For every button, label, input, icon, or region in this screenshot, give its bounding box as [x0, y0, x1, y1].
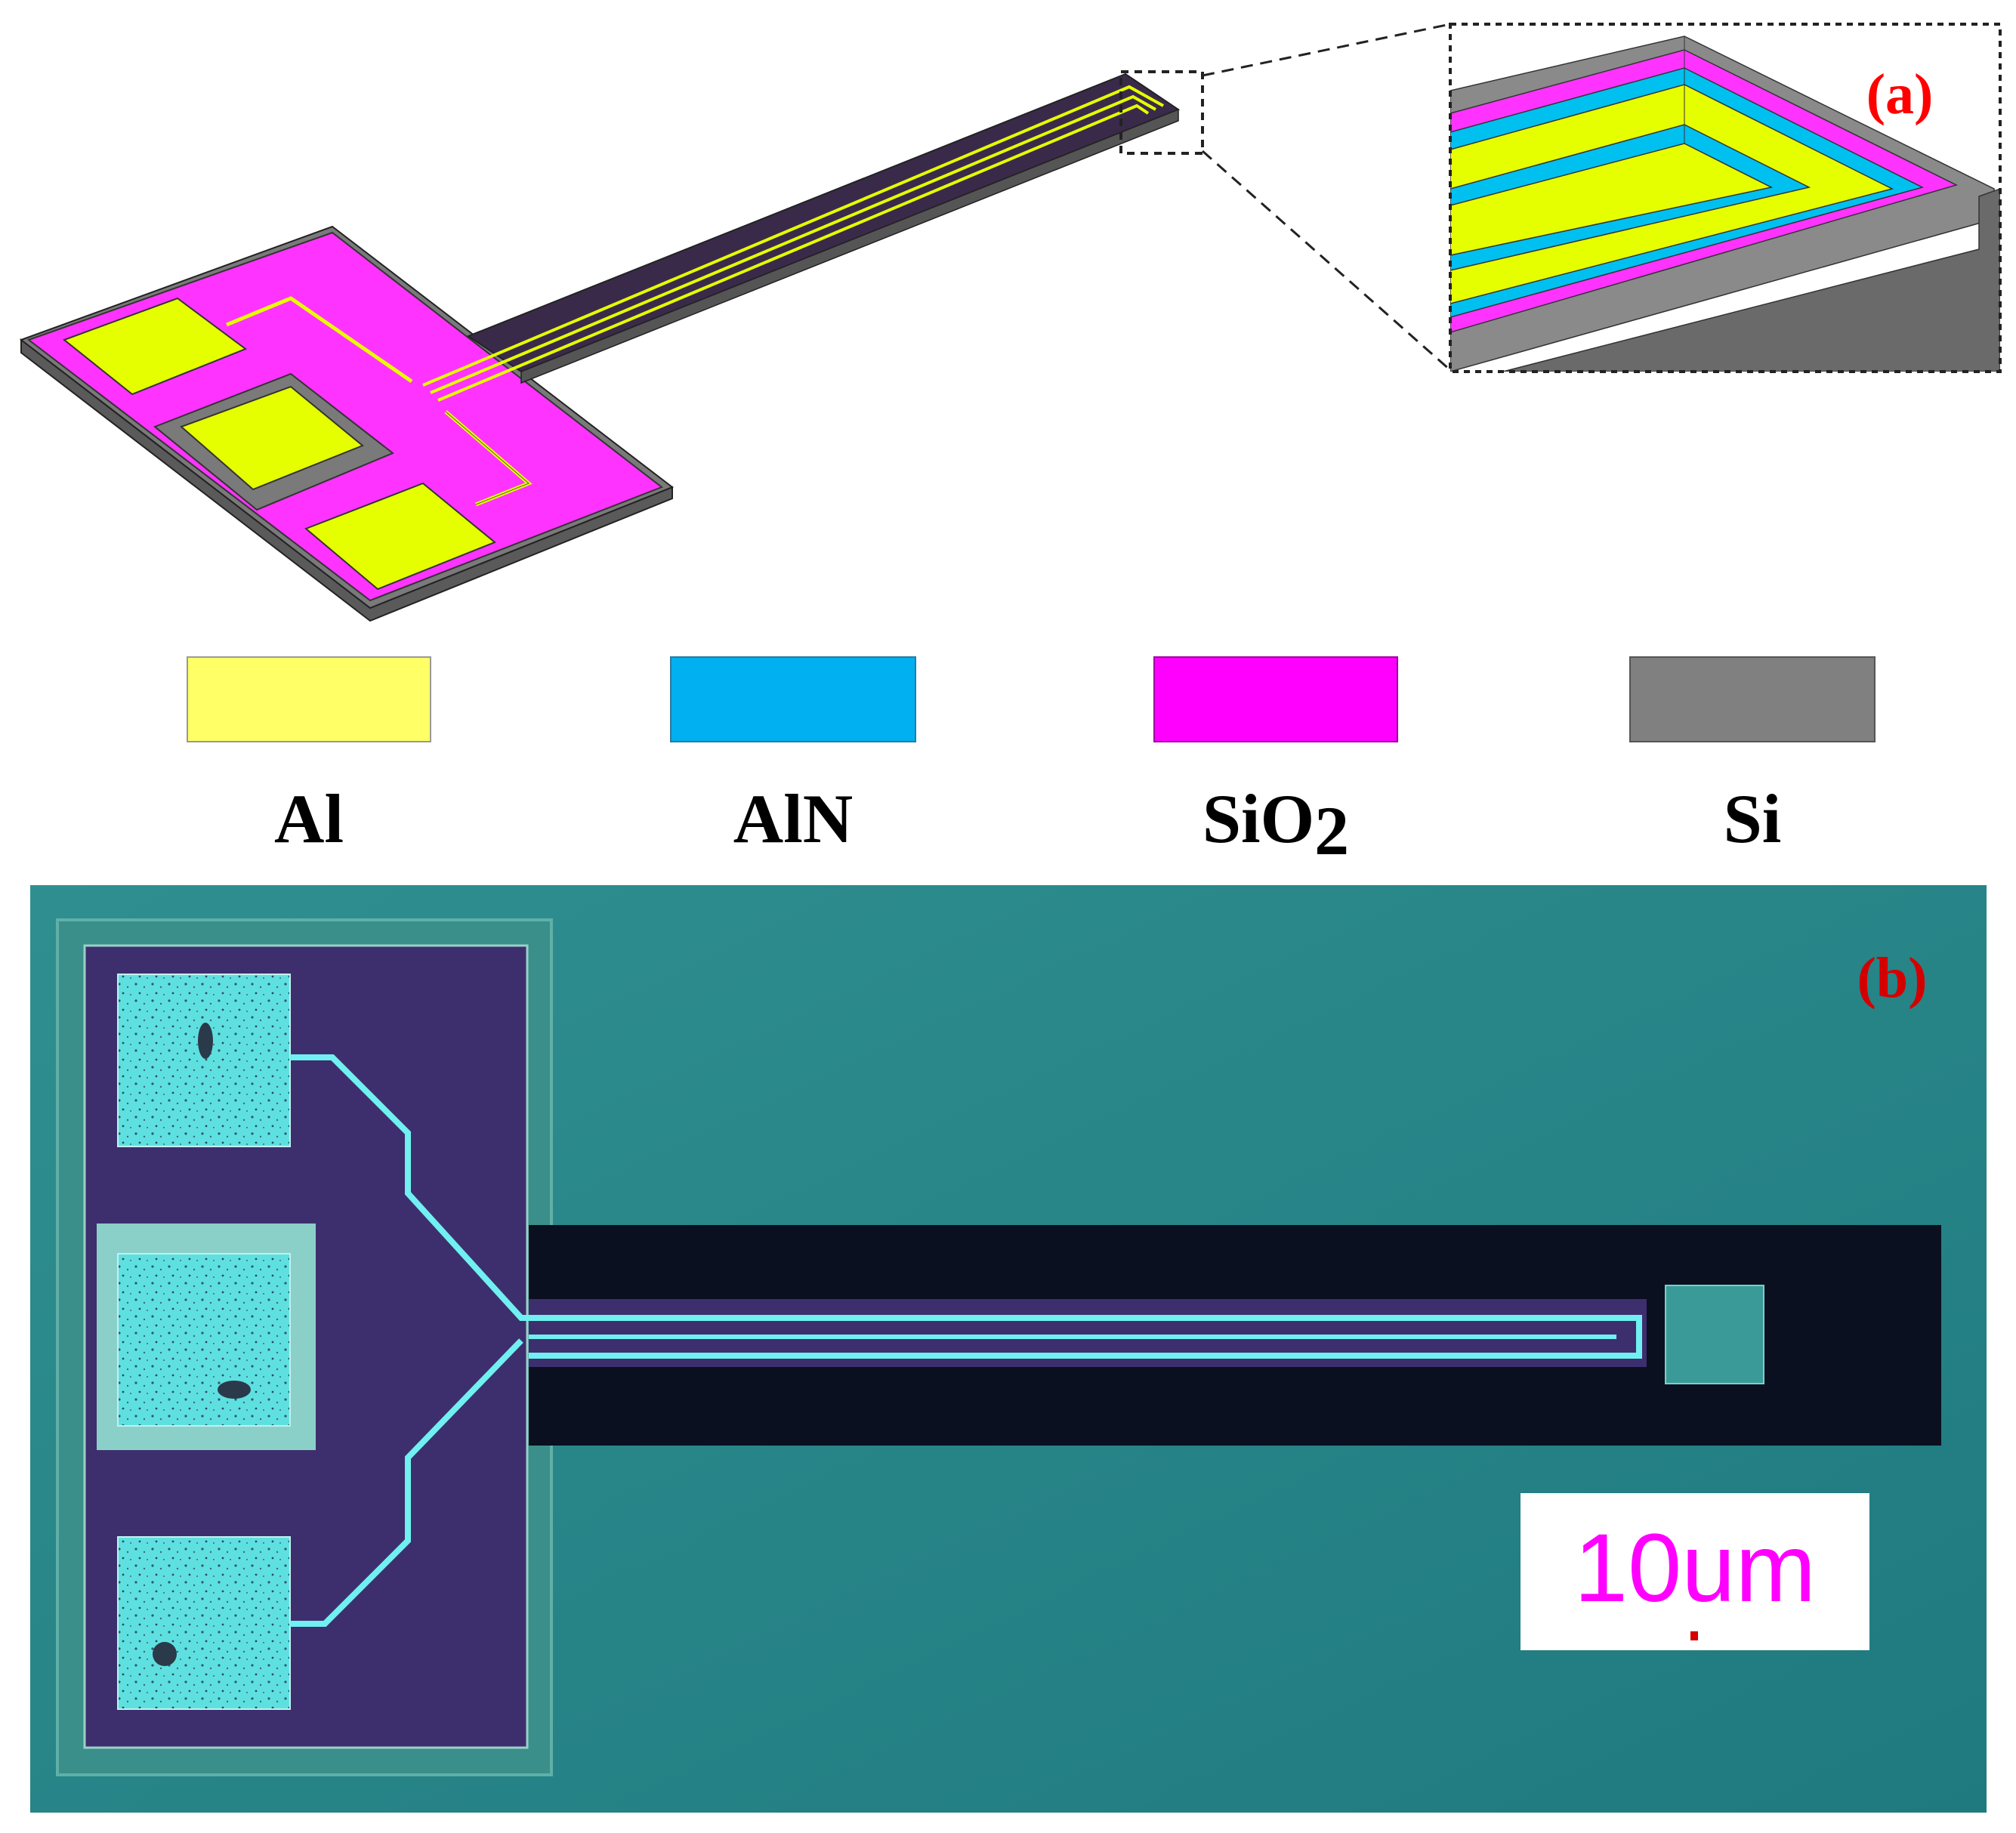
legend-label-al: Al: [274, 780, 344, 857]
zoom-source-box: [1119, 70, 1204, 155]
legend: Al AlN SiO2 Si: [187, 656, 1876, 869]
zoom-connector-top: [1202, 23, 1451, 77]
zoom-connector-bottom: [1202, 150, 1451, 372]
beam-trace-3: [437, 103, 1150, 402]
zoom-inset: (a): [1449, 23, 2002, 373]
scale-bar-box: [1520, 1493, 1869, 1650]
legend-label-aln: AlN: [733, 780, 853, 857]
beam-trace-2: [430, 94, 1156, 394]
cantilever-beam: [466, 73, 1181, 373]
panel-a-label: (a): [1866, 63, 1934, 126]
scale-bar-text: 10um: [1574, 1514, 1816, 1622]
micro-pad-middle: [117, 1253, 291, 1427]
micro-cantilever-tip-pad: [1665, 1285, 1764, 1384]
inset-si-side: [1502, 188, 2000, 372]
legend-swatch-al: [187, 656, 431, 742]
legend-swatch-si: [1629, 656, 1876, 742]
pad-trace-top: [226, 296, 413, 384]
legend-label-sio2-subscript: 2: [1314, 792, 1349, 869]
legend-label-sio2-base: SiO: [1202, 780, 1314, 857]
legend-swatch-aln: [670, 656, 916, 742]
scale-bar-mark: [1690, 1631, 1698, 1640]
legend-label-si: Si: [1724, 780, 1782, 857]
pad-defect-top: [198, 1023, 213, 1059]
inset-al-inner: [1450, 143, 1774, 256]
cantilever-beam-side: [520, 108, 1179, 384]
micro-trace-top: [290, 1054, 1642, 1359]
panel-b-label: (b): [1857, 946, 1928, 1010]
legend-label-sio2: SiO2: [1202, 780, 1349, 869]
panel-b-micrograph: (b) 10um: [30, 885, 1987, 1813]
legend-swatch-sio2: [1153, 656, 1398, 742]
zoom-inset-frame: [1449, 23, 2002, 373]
pad-defect-bottom: [153, 1642, 177, 1666]
panel-a-device-drawing: [19, 23, 1451, 622]
pad-trace-bottom-outline: [445, 411, 529, 505]
micro-trace-bottom: [290, 1338, 523, 1627]
micro-pad-top: [117, 974, 291, 1147]
al-pad-bottom: [304, 482, 496, 591]
al-pad-middle: [180, 385, 364, 491]
pad-defect-middle: [218, 1381, 251, 1399]
beam-trace-1: [422, 85, 1164, 387]
micro-pad-bottom: [117, 1536, 291, 1710]
al-pad-top: [62, 297, 248, 396]
